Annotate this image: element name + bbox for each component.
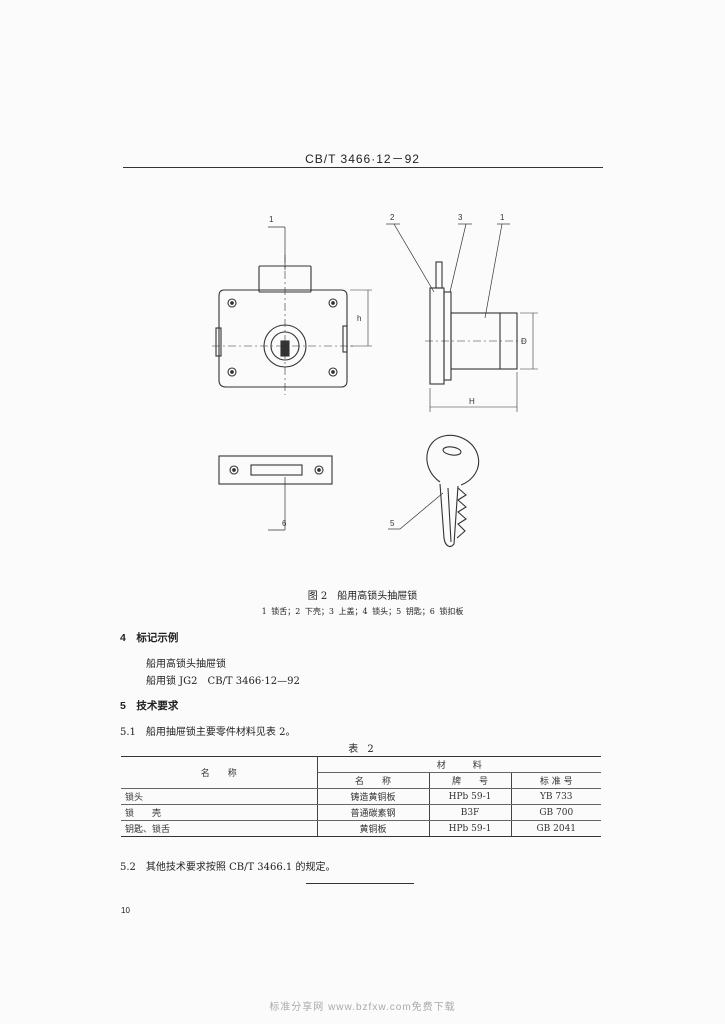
table-subheader-name: 名 称 [317,772,430,789]
lock-drawing: 1 2 3 1 6 5 h D H [212,213,538,547]
marking-example-name: 船用高锁头抽屉锁 [146,659,226,670]
part-label-3: 3 [458,213,463,222]
table-cell: 铸造黄铜板 [317,788,430,805]
dim-label-h: h [357,314,361,323]
part-label-1b: 1 [500,213,505,222]
table-cell: 普通碳素钢 [317,804,430,821]
table-row: 钥匙、锁舌 黄铜板 HPb 59-1 GB 2041 [121,820,601,837]
marking-example-code: 船用锁 JG2 CB/T 3466·12—92 [146,676,300,687]
table-row: 锁 壳 普通碳素钢 B3F GB 700 [121,804,601,821]
table-cell: GB 700 [511,804,601,821]
table-cell: HPb 59-1 [429,788,512,805]
table-cell: B3F [429,804,512,821]
table-cell: HPb 59-1 [429,820,512,837]
lock-front-view [212,226,372,395]
clause-5-1: 5.1 船用抽屉锁主要零件材料见表 2。 [120,727,296,738]
table-cell: GB 2041 [511,820,601,837]
part-label-5: 5 [390,519,395,528]
key-view [388,434,480,547]
table-cell: 黄铜板 [317,820,430,837]
table-row: 锁头 铸造黄铜板 HPb 59-1 YB 733 [121,788,601,805]
dim-label-D: D [521,337,527,346]
table-subheader-grade: 牌 号 [429,772,512,789]
table-cell: YB 733 [511,788,601,805]
standard-header: CB/T 3466·12－92 [305,152,420,166]
table-cell: 钥匙、锁舌 [121,820,318,837]
header-rule [123,167,603,168]
section-4-heading: 4 标记示例 [120,632,179,644]
figure-caption: 图 2 船用高锁头抽屉锁 [307,591,418,602]
part-label-2: 2 [390,213,395,222]
table-cell: 锁 壳 [121,804,318,821]
lock-side-view [386,223,538,412]
strike-plate-view [218,455,333,531]
materials-table: 名 称 材 料 名 称 牌 号 标 准 号 锁头 铸造黄铜板 HPb 59-1 … [121,756,601,837]
section-5-heading: 5 技术要求 [120,700,179,712]
table-header-material: 材 料 [317,756,601,773]
table-cell: 锁头 [121,788,318,805]
dim-label-H: H [469,397,475,406]
end-rule [306,883,414,884]
part-label-6: 6 [282,519,287,528]
table-title: 表 2 [348,744,377,755]
page-number: 10 [121,906,130,915]
table-header-name: 名 称 [121,756,318,789]
figure-legend: 1 锁舌；2 下壳；3 上盖；4 锁头；5 钥匙；6 锁扣板 [261,607,464,616]
part-label-1a: 1 [269,215,274,224]
watermark: 标准分享网 www.bzfxw.com免费下载 [269,1002,456,1013]
clause-5-2: 5.2 其他技术要求按照 CB/T 3466.1 的规定。 [120,862,336,873]
table-subheader-standard: 标 准 号 [511,772,601,789]
